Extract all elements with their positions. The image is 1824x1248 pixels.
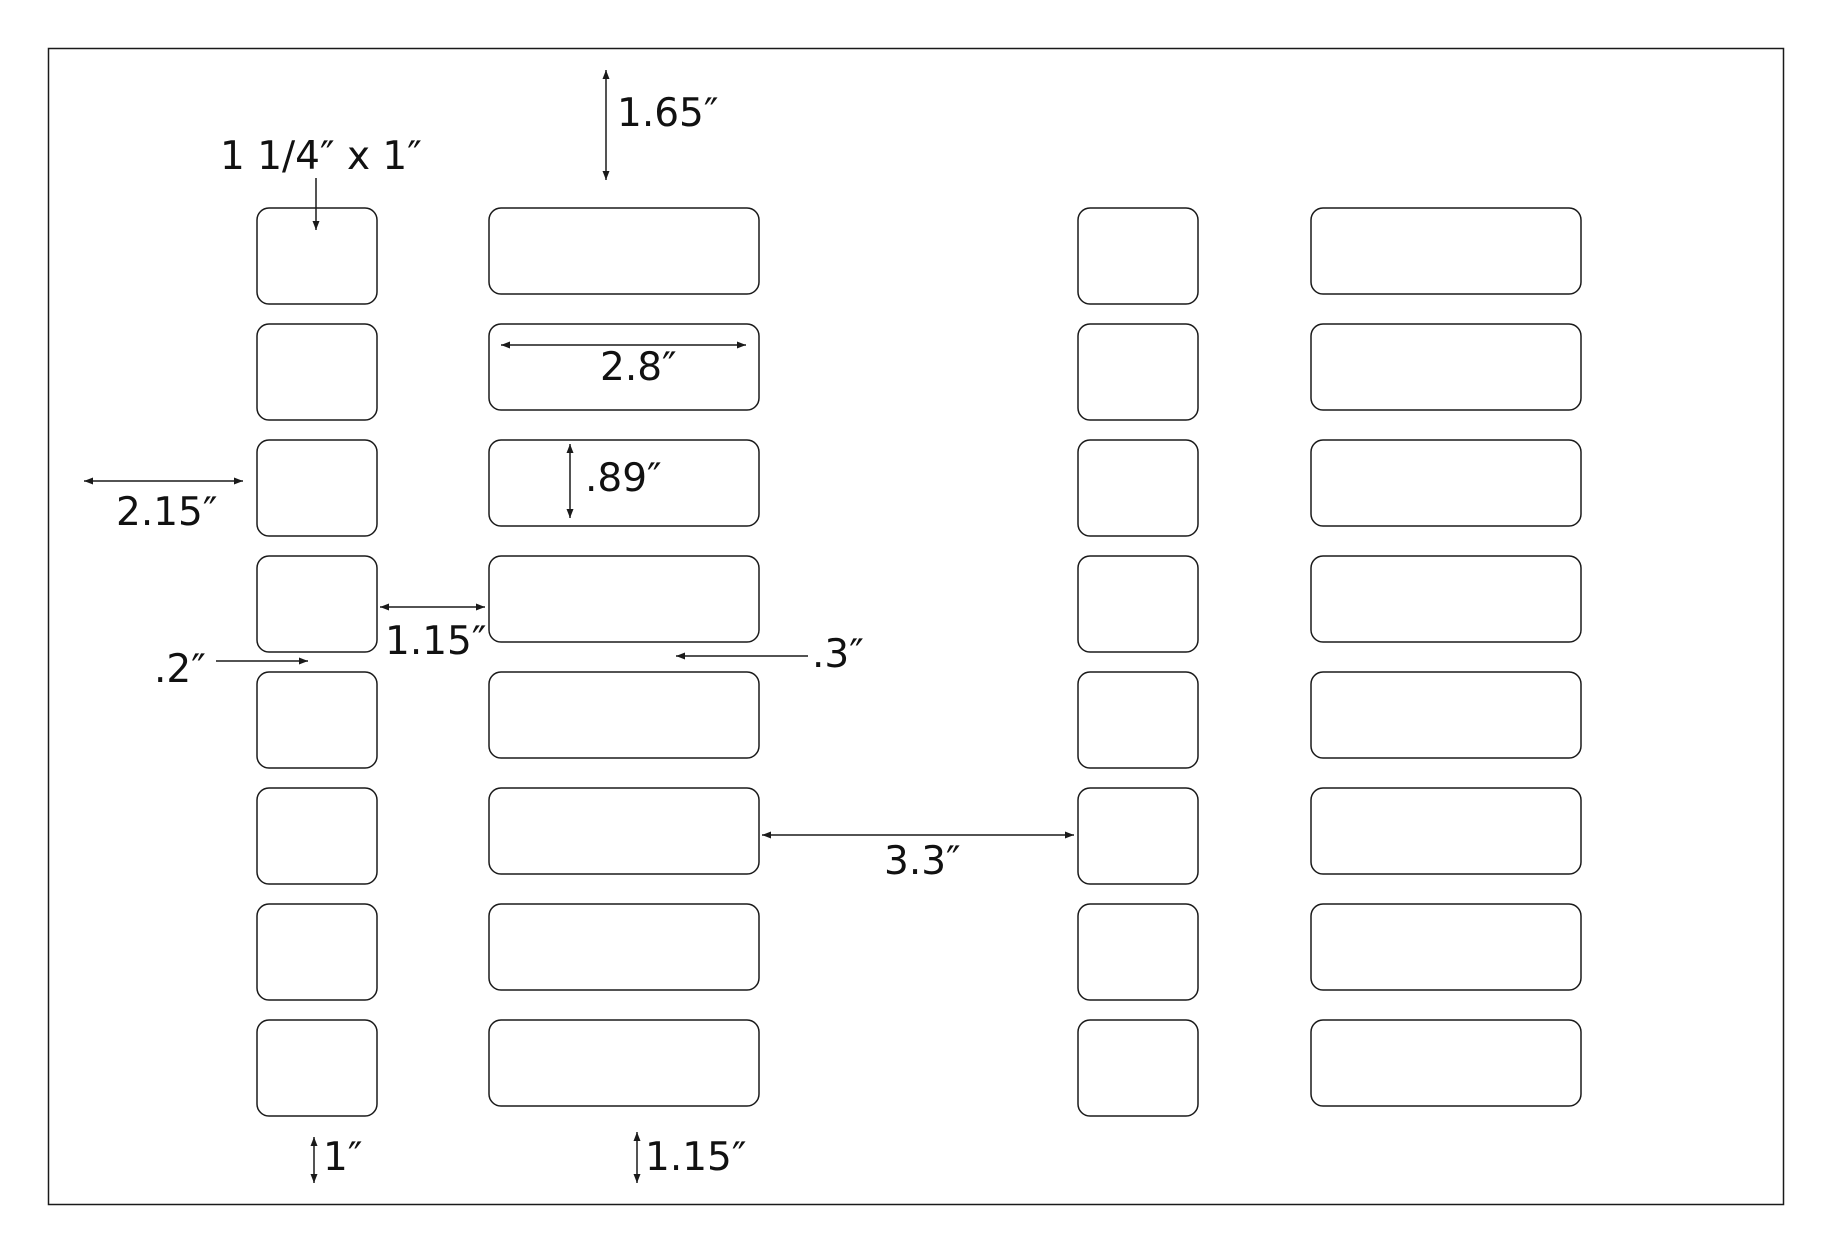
label-col-2-row-6 [488,787,760,875]
label-col-4-row-6 [1310,787,1582,875]
labels-layer [256,207,1582,1117]
label-col-3-row-6 [1077,787,1199,885]
label-col-4-row-2 [1310,323,1582,411]
label-col-1-row-3 [256,439,378,537]
label-col-1-row-8 [256,1019,378,1117]
wide-gap-label: .3″ [812,632,864,677]
label-col-3-row-1 [1077,207,1199,305]
label-col-1-row-4 [256,555,378,653]
label-col-4-row-5 [1310,671,1582,759]
label-col-2-row-5 [488,671,760,759]
label-col-4-row-8 [1310,1019,1582,1107]
label-col-3-row-4 [1077,555,1199,653]
wide-label-height-label: .89″ [585,456,662,501]
wide-label-width-label: 2.8″ [600,345,677,390]
label-col-4-row-3 [1310,439,1582,527]
label-col-2-row-1 [488,207,760,295]
top-margin-label: 1.65″ [617,91,718,136]
wide-pitch-label: 1.15″ [645,1135,746,1180]
label-col-2-row-3 [488,439,760,527]
dimension-arrows [84,70,1074,1183]
dimension-labels: 1.65″ 1 1/4″ x 1″ 2.8″ .89″ 2.15″ 1.15″ … [116,91,961,1180]
small-pitch-label: 1″ [323,1135,362,1180]
label-size-label: 1 1/4″ x 1″ [220,134,422,179]
center-gap-label: 3.3″ [884,839,961,884]
label-col-1-row-7 [256,903,378,1001]
label-col-3-row-7 [1077,903,1199,1001]
label-col-2-row-4 [488,555,760,643]
label-col-2-row-2 [488,323,760,411]
label-col-2-row-7 [488,903,760,991]
label-col-1-row-6 [256,787,378,885]
label-col-3-row-8 [1077,1019,1199,1117]
label-col-3-row-2 [1077,323,1199,421]
label-col-3-row-3 [1077,439,1199,537]
sheet-border [47,47,1785,1206]
column-gap-label: 1.15″ [385,619,486,664]
label-col-1-row-5 [256,671,378,769]
label-col-2-row-8 [488,1019,760,1107]
left-margin-label: 2.15″ [116,490,217,535]
small-gap-label: .2″ [154,647,206,692]
label-col-3-row-5 [1077,671,1199,769]
label-col-4-row-7 [1310,903,1582,991]
label-col-1-row-1 [256,207,378,305]
label-col-4-row-1 [1310,207,1582,295]
label-col-1-row-2 [256,323,378,421]
label-col-4-row-4 [1310,555,1582,643]
